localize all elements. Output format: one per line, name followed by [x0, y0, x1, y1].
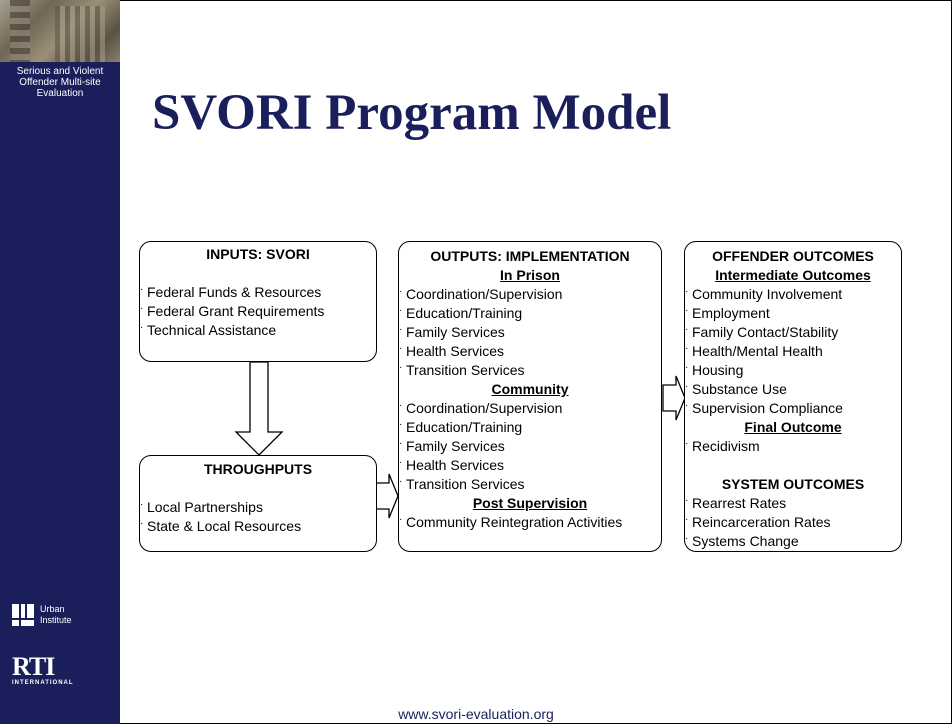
footer-url: www.svori-evaluation.org	[398, 706, 554, 722]
list-item: Systems Change	[685, 529, 901, 551]
offender-outcomes-header: OFFENDER OUTCOMES	[712, 248, 874, 264]
list-item: Family Services	[399, 434, 661, 456]
right-arrow-outputs	[662, 375, 686, 421]
list-item: Family Contact/Stability	[685, 320, 901, 342]
list-item: Reincarceration Rates	[685, 510, 901, 532]
inputs-box: INPUTS: SVORI Federal Funds & Resources …	[139, 241, 377, 362]
outputs-box: OUTPUTS: IMPLEMENTATION In Prison Coordi…	[398, 241, 662, 552]
community-label: Community	[491, 381, 569, 397]
inputs-header: INPUTS: SVORI	[206, 246, 310, 262]
list-item: Education/Training	[399, 301, 661, 323]
sidebar-photo	[0, 0, 120, 62]
rti-logo-text: RTI	[12, 652, 55, 681]
list-item: Federal Funds & Resources	[140, 280, 376, 302]
rti-logo: RTI INTERNATIONAL	[12, 652, 112, 687]
list-item: Community Involvement	[685, 282, 901, 304]
throughputs-header: THROUGHPUTS	[203, 461, 313, 477]
list-item: Coordination/Supervision	[399, 396, 661, 418]
list-item: Health Services	[399, 453, 661, 475]
post-supervision-label: Post Supervision	[472, 495, 588, 511]
list-item: Technical Assistance	[140, 318, 376, 340]
list-item: Local Partnerships	[140, 495, 376, 517]
list-item: Coordination/Supervision	[399, 282, 661, 304]
list-item: State & Local Resources	[140, 514, 376, 536]
final-outcome-label: Final Outcome	[744, 419, 842, 435]
in-prison-label: In Prison	[500, 267, 560, 283]
list-item: Family Services	[399, 320, 661, 342]
list-item: Community Reintegration Activities	[399, 510, 661, 532]
list-item: Health/Mental Health	[685, 339, 901, 361]
list-item: Supervision Compliance	[685, 396, 901, 418]
sidebar: Serious and Violent Offender Multi-site …	[0, 0, 120, 724]
intermediate-outcomes-label: Intermediate Outcomes	[715, 267, 871, 283]
urban-institute-icon	[12, 604, 34, 626]
list-item: Rearrest Rates	[685, 491, 901, 513]
slide-title: SVORI Program Model	[152, 85, 672, 141]
list-item: Employment	[685, 301, 901, 323]
list-item: Transition Services	[399, 358, 661, 380]
list-item: Housing	[685, 358, 901, 380]
outputs-header: OUTPUTS: IMPLEMENTATION	[430, 248, 630, 264]
list-item: Substance Use	[685, 377, 901, 399]
system-outcomes-header: SYSTEM OUTCOMES	[721, 476, 865, 492]
right-arrow-throughputs	[375, 473, 399, 519]
list-item: Education/Training	[399, 415, 661, 437]
list-item: Health Services	[399, 339, 661, 361]
outcomes-box: OFFENDER OUTCOMES Intermediate Outcomes …	[684, 241, 902, 552]
urban-institute-text: Urban Institute	[40, 604, 72, 625]
rti-logo-subtext: INTERNATIONAL	[12, 680, 74, 686]
list-item: Recidivism	[685, 434, 901, 456]
list-item: Transition Services	[399, 472, 661, 494]
urban-institute-logo: Urban Institute	[12, 604, 90, 626]
down-arrow	[234, 361, 284, 456]
throughputs-box: THROUGHPUTS Local Partnerships State & L…	[139, 455, 377, 552]
program-name: Serious and Violent Offender Multi-site …	[16, 66, 104, 99]
list-item: Federal Grant Requirements	[140, 299, 376, 321]
